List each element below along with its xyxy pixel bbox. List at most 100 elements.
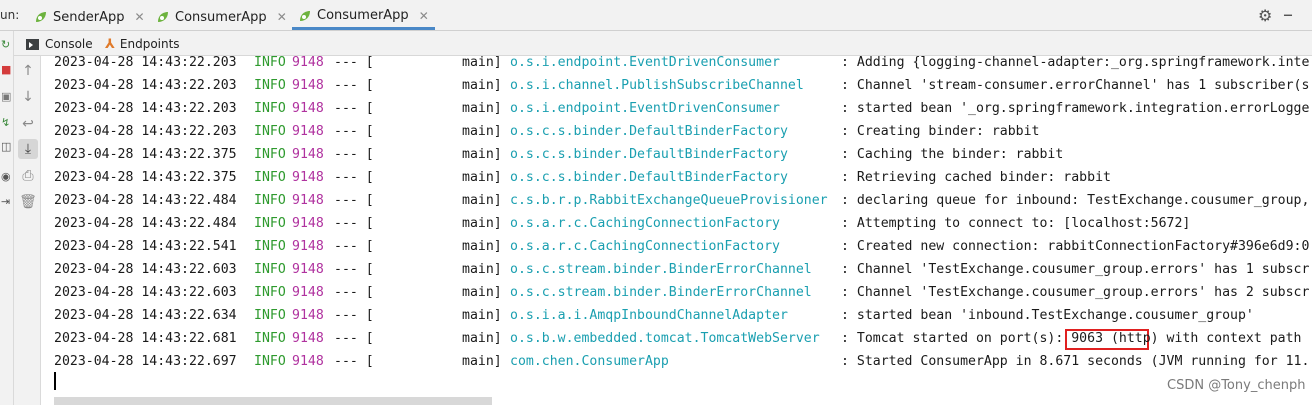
log-separator: --- [ <box>334 262 374 277</box>
log-timestamp: 2023-04-28 14:43:22.697 <box>54 354 237 369</box>
log-thread: main] <box>462 285 502 300</box>
log-separator: --- [ <box>334 308 374 323</box>
log-pid: 9148 <box>292 262 324 277</box>
log-level: INFO <box>254 239 286 254</box>
log-pid: 9148 <box>292 193 324 208</box>
log-pid: 9148 <box>292 216 324 231</box>
log-separator: --- [ <box>334 56 374 70</box>
endpoints-icon: ⅄ <box>105 36 115 52</box>
close-icon[interactable]: ✕ <box>134 10 145 24</box>
log-message: : Retrieving cached binder: rabbit <box>841 170 1111 185</box>
console-gutter-toolbar: ↑ ↓ ↩ ⤓ ⎙ 🗑 <box>14 56 41 405</box>
scroll-to-end-icon[interactable]: ⤓ <box>18 139 38 159</box>
log-level: INFO <box>254 147 286 162</box>
log-timestamp: 2023-04-28 14:43:22.681 <box>54 331 237 346</box>
log-logger: o.s.i.endpoint.EventDrivenConsumer <box>510 101 780 116</box>
tab-console-label: Console <box>45 37 93 51</box>
log-message: : started bean '_org.springframework.int… <box>841 101 1310 116</box>
close-icon[interactable]: ✕ <box>418 8 429 23</box>
arrow-down-icon[interactable]: ↓ <box>22 89 34 105</box>
spring-boot-icon <box>300 10 310 21</box>
log-level: INFO <box>254 354 286 369</box>
log-thread: main] <box>462 101 502 116</box>
log-separator: --- [ <box>334 239 374 254</box>
log-logger: c.s.b.r.p.RabbitExchangeQueueProvisioner <box>510 193 828 208</box>
log-separator: --- [ <box>334 147 374 162</box>
run-left-strip: ↻ ■ ▣ ↯ ◫ ◉ ⇥ <box>0 31 14 405</box>
tab-endpoints-label: Endpoints <box>119 37 180 51</box>
port-highlight-box <box>1065 329 1149 350</box>
log-level: INFO <box>254 331 286 346</box>
tab-endpoints[interactable]: ⅄ Endpoints <box>105 34 180 54</box>
log-pid: 9148 <box>292 101 324 116</box>
log-logger: o.s.c.stream.binder.BinderErrorChannel <box>510 285 812 300</box>
log-message: : Created new connection: rabbitConnecti… <box>841 239 1310 254</box>
tab-consumerapp-2[interactable]: ConsumerApp ✕ <box>292 4 435 30</box>
stop-icon[interactable]: ■ <box>1 63 12 76</box>
log-message: : declaring queue for inbound: TestExcha… <box>841 193 1310 208</box>
log-logger: o.s.b.w.embedded.tomcat.TomcatWebServer <box>510 331 820 346</box>
log-separator: --- [ <box>334 170 374 185</box>
log-message: : Channel 'TestExchange.cousumer_group.e… <box>841 262 1310 277</box>
log-separator: --- [ <box>334 285 374 300</box>
log-timestamp: 2023-04-28 14:43:22.484 <box>54 216 237 231</box>
log-timestamp: 2023-04-28 14:43:22.203 <box>54 101 237 116</box>
dump-icon[interactable]: ◫ <box>1 140 12 153</box>
print-icon[interactable]: ⎙ <box>22 168 34 184</box>
trash-icon[interactable]: 🗑 <box>19 194 37 210</box>
tab-label: SenderApp <box>53 9 125 25</box>
horizontal-scrollbar[interactable] <box>54 397 492 405</box>
spring-boot-icon <box>36 12 46 22</box>
log-message: : Channel 'TestExchange.cousumer_group.e… <box>841 285 1310 300</box>
restore-icon[interactable]: ▣ <box>1 90 12 103</box>
arrow-up-icon[interactable]: ↑ <box>22 63 34 79</box>
rerun-icon[interactable]: ↻ <box>1 38 11 51</box>
close-icon[interactable]: ✕ <box>276 10 287 24</box>
log-logger: o.s.a.r.c.CachingConnectionFactory <box>510 216 780 231</box>
log-logger: o.s.i.endpoint.EventDrivenConsumer <box>510 56 780 70</box>
settings-icon[interactable]: ⇥ <box>1 195 11 208</box>
log-pid: 9148 <box>292 170 324 185</box>
log-message: : Channel 'stream-consumer.errorChannel'… <box>841 78 1310 93</box>
log-timestamp: 2023-04-28 14:43:22.484 <box>54 193 237 208</box>
gear-icon[interactable]: ⚙ <box>1258 6 1273 25</box>
log-timestamp: 2023-04-28 14:43:22.203 <box>54 124 237 139</box>
log-thread: main] <box>462 78 502 93</box>
log-logger: o.s.i.channel.PublishSubscribeChannel <box>510 78 804 93</box>
log-logger: o.s.i.a.i.AmqpInboundChannelAdapter <box>510 308 788 323</box>
tab-console[interactable]: Console <box>26 34 93 54</box>
log-separator: --- [ <box>334 78 374 93</box>
log-level: INFO <box>254 78 286 93</box>
log-pid: 9148 <box>292 308 324 323</box>
tab-label: ConsumerApp <box>175 9 267 25</box>
log-separator: --- [ <box>334 216 374 231</box>
log-thread: main] <box>462 124 502 139</box>
tab-consumerapp-1[interactable]: ConsumerApp ✕ <box>150 4 293 30</box>
log-timestamp: 2023-04-28 14:43:22.375 <box>54 147 237 162</box>
camera-icon[interactable]: ◉ <box>1 170 11 183</box>
tab-senderapp[interactable]: SenderApp ✕ <box>28 4 151 30</box>
watermark: CSDN @Tony_chenph <box>1167 378 1306 393</box>
log-pid: 9148 <box>292 331 324 346</box>
log-logger: com.chen.ConsumerApp <box>510 354 669 369</box>
log-logger: o.s.a.r.c.CachingConnectionFactory <box>510 239 780 254</box>
log-message: : Creating binder: rabbit <box>841 124 1040 139</box>
log-level: INFO <box>254 124 286 139</box>
log-timestamp: 2023-04-28 14:43:22.203 <box>54 56 237 70</box>
minimize-icon[interactable]: – <box>1283 2 1293 26</box>
log-pid: 9148 <box>292 239 324 254</box>
tab-label: ConsumerApp <box>317 8 409 23</box>
update-icon[interactable]: ↯ <box>1 116 11 129</box>
soft-wrap-icon[interactable]: ↩ <box>22 116 34 132</box>
log-thread: main] <box>462 193 502 208</box>
log-level: INFO <box>254 101 286 116</box>
text-caret <box>54 372 56 390</box>
log-thread: main] <box>462 239 502 254</box>
log-message: : Adding {logging-channel-adapter:_org.s… <box>841 56 1310 70</box>
log-thread: main] <box>462 216 502 231</box>
log-pid: 9148 <box>292 354 324 369</box>
log-timestamp: 2023-04-28 14:43:22.375 <box>54 170 237 185</box>
log-pid: 9148 <box>292 285 324 300</box>
log-timestamp: 2023-04-28 14:43:22.603 <box>54 262 237 277</box>
